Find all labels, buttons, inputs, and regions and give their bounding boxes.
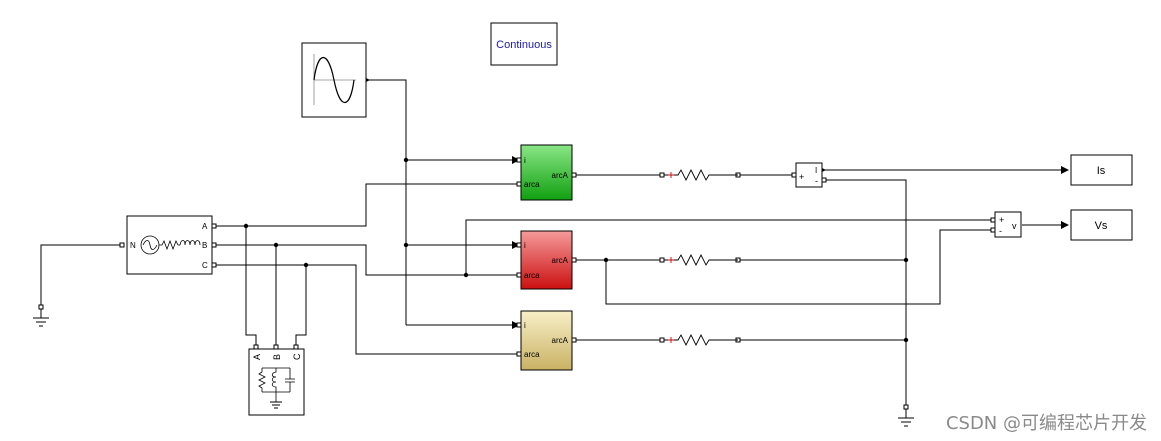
powergui-label: Continuous	[496, 39, 552, 51]
arc-fault-block-yellow[interactable]: i arca arcA	[516, 310, 577, 371]
junctions	[243, 157, 909, 343]
imeas-i: I	[815, 166, 817, 175]
fault3-in-arca: arca	[524, 350, 540, 359]
fault3-in-i: i	[524, 321, 526, 330]
fault1-in-i: i	[524, 156, 526, 165]
source-inductor-icon	[179, 240, 201, 246]
source-resistor-icon	[159, 239, 180, 251]
series-resistor-1[interactable]	[659, 168, 741, 182]
current-measurement-block[interactable]: + I -	[791, 162, 827, 188]
imeas-plus: +	[799, 172, 804, 182]
resistor-icon	[664, 253, 738, 267]
sine-wave-icon	[313, 57, 355, 103]
fault1-in-arca: arca	[524, 180, 540, 189]
three-phase-source-block[interactable]: N A B C	[119, 215, 217, 275]
sine-wave-block[interactable]	[301, 42, 370, 118]
arc-fault-block-green[interactable]: i arca arcA	[516, 144, 577, 201]
powergui-block[interactable]: Continuous	[490, 22, 558, 66]
fault3-out-arca: arcA	[552, 336, 569, 345]
rlc-load-block[interactable]: A B C	[248, 344, 305, 416]
arc-fault-block-red[interactable]: i arca arcA	[516, 230, 577, 290]
load-port-c: C	[292, 353, 302, 360]
load-port-a: A	[252, 354, 262, 360]
source-port-n: N	[130, 241, 136, 250]
scope-is-block[interactable]: Is	[1070, 154, 1133, 186]
load-resistor-icon	[258, 368, 266, 392]
scope-is-label: Is	[1097, 165, 1106, 177]
vmeas-out: v	[1012, 221, 1017, 231]
fault2-out-arca: arcA	[552, 256, 569, 265]
imeas-minus: -	[815, 176, 818, 186]
watermark: CSDN @可编程芯片开发	[945, 413, 1147, 434]
load-port-b: B	[272, 354, 282, 360]
vmeas-plus: +	[999, 215, 1004, 225]
fault2-in-arca: arca	[524, 271, 540, 280]
scope-vs-block[interactable]: Vs	[1070, 209, 1133, 241]
load-inductor-icon	[271, 368, 277, 392]
scope-vs-label: Vs	[1095, 220, 1108, 232]
wires	[40, 79, 1069, 405]
source-port-b: B	[202, 241, 207, 250]
fault1-out-arca: arcA	[552, 171, 569, 180]
resistor-icon	[664, 168, 738, 182]
load-capacitor-icon	[285, 368, 295, 392]
series-resistor-2[interactable]	[659, 253, 741, 267]
source-port-a: A	[202, 222, 208, 231]
source-port-c: C	[202, 261, 208, 270]
voltage-measurement-block[interactable]: + - v	[990, 211, 1022, 238]
ground-right-icon[interactable]	[898, 404, 914, 427]
vmeas-minus: -	[999, 226, 1002, 236]
fault2-in-i: i	[524, 241, 526, 250]
resistor-icon	[664, 333, 738, 347]
ground-left-icon[interactable]	[33, 304, 49, 327]
series-resistor-3[interactable]	[659, 333, 741, 347]
